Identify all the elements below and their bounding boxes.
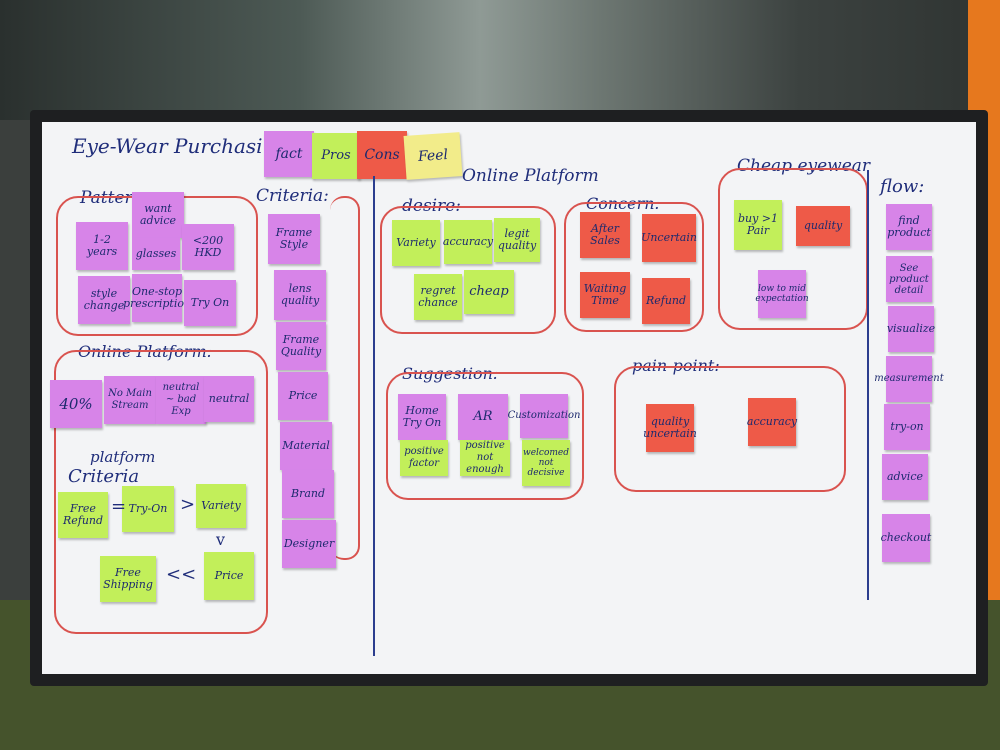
note-online-neutral-bad: neutral ~ bad Exp	[156, 376, 206, 424]
legend-cons: Cons	[357, 131, 407, 179]
bracket-criteria	[330, 196, 360, 560]
note-flow-advice: advice	[882, 454, 928, 500]
note-platform-price: Price	[204, 552, 254, 600]
region-concern	[564, 202, 704, 332]
note-pattern-glasses: glasses	[132, 238, 180, 270]
note-criteria-frame-style: Frame Style	[268, 214, 320, 264]
note-suggestion-welcomed: welcomed not decisive	[522, 440, 570, 486]
heading-platform: platform	[90, 448, 156, 466]
note-suggestion-customization: Customization	[508, 394, 580, 438]
note-concern-after-sales: After Sales	[580, 212, 630, 258]
heading-criteria-platform: Criteria	[68, 466, 140, 487]
note-flow-checkout: checkout	[881, 514, 931, 562]
symbol-down: v	[216, 530, 226, 549]
note-flow-visualize: visualize	[887, 306, 935, 352]
legend-fact: fact	[264, 131, 314, 177]
region-pain-point	[614, 366, 846, 492]
note-concern-refund: Refund	[642, 278, 690, 324]
note-suggestion-positive-not-enough: positive not enough	[460, 440, 510, 476]
note-criteria-designer: Designer	[282, 520, 336, 568]
divider-line-left	[373, 176, 375, 656]
note-online-neutral: neutral	[204, 376, 254, 422]
region-online-platform	[54, 350, 268, 634]
note-pattern-one-stop: One-stop prescription	[123, 274, 191, 322]
region-suggestion	[386, 372, 584, 500]
region-desire	[380, 206, 556, 334]
note-criteria-brand: Brand	[282, 470, 334, 518]
note-online-no-mainstream: No Main Stream	[104, 376, 156, 424]
note-suggestion-ar: AR	[458, 394, 508, 440]
heading-pain-point: pain-point:	[632, 356, 720, 375]
note-criteria-frame-quality: Frame Quality	[276, 322, 326, 370]
note-online-40-percent: 40%	[50, 380, 102, 428]
note-cheap-low-to-mid: low to mid expectation	[755, 270, 809, 318]
symbol-much-less: <<	[166, 564, 197, 585]
note-pattern-want-advice: want advice	[132, 192, 184, 238]
note-desire-cheap: cheap	[464, 270, 514, 314]
note-pattern-style-change: style change	[78, 276, 130, 324]
note-criteria-price: Price	[278, 372, 328, 420]
heading-online-platform-top: Online Platform	[462, 166, 599, 186]
office-background	[0, 0, 1000, 120]
note-cheap-quality: quality	[796, 206, 850, 246]
note-flow-see-detail: See product detail	[886, 256, 932, 302]
note-desire-variety: Variety	[392, 220, 440, 266]
note-criteria-material: Material	[280, 422, 332, 470]
note-desire-accuracy: accuracy	[443, 220, 493, 264]
note-flow-try-on: try-on	[884, 404, 930, 450]
note-concern-uncertain: Uncertain	[641, 214, 697, 262]
note-platform-free-refund: Free Refund	[58, 492, 108, 538]
note-platform-try-on: Try-On	[122, 486, 174, 532]
note-pattern-under-200: <200 HKD	[182, 224, 234, 270]
note-suggestion-positive-factor: positive factor	[400, 440, 448, 476]
symbol-equals: =	[111, 496, 127, 517]
note-concern-waiting-time: Waiting Time	[580, 272, 630, 318]
board-title: Eye-Wear Purchasing	[72, 134, 289, 158]
note-desire-regret-chance: regret chance	[414, 274, 462, 320]
divider-line-right	[867, 170, 869, 600]
symbol-greater: >	[180, 494, 196, 515]
note-desire-legit-quality: legit quality	[494, 218, 540, 262]
note-criteria-lens-quality: lens quality	[274, 270, 326, 320]
heading-cheap-eyewear: Cheap eyewear	[737, 156, 871, 176]
heading-flow: flow:	[880, 176, 925, 197]
note-flow-find-product: find product	[886, 204, 932, 250]
note-flow-measurement: measurement	[874, 356, 944, 402]
legend-pros: Pros	[312, 133, 360, 179]
note-pattern-1-2-years: 1-2 years	[76, 222, 128, 270]
heading-criteria: Criteria:	[256, 186, 329, 206]
note-platform-variety: Variety	[196, 484, 246, 528]
note-platform-free-shipping: Free Shipping	[100, 556, 156, 602]
note-pain-accuracy: accuracy	[747, 398, 797, 446]
note-cheap-buy-pair: buy >1 Pair	[734, 200, 782, 250]
legend-feel: Feel	[403, 132, 463, 180]
note-suggestion-home-try-on: Home Try On	[398, 394, 446, 440]
note-pain-quality-uncertain: quality uncertain	[643, 404, 697, 452]
note-pattern-try-on: Try On	[184, 280, 236, 326]
